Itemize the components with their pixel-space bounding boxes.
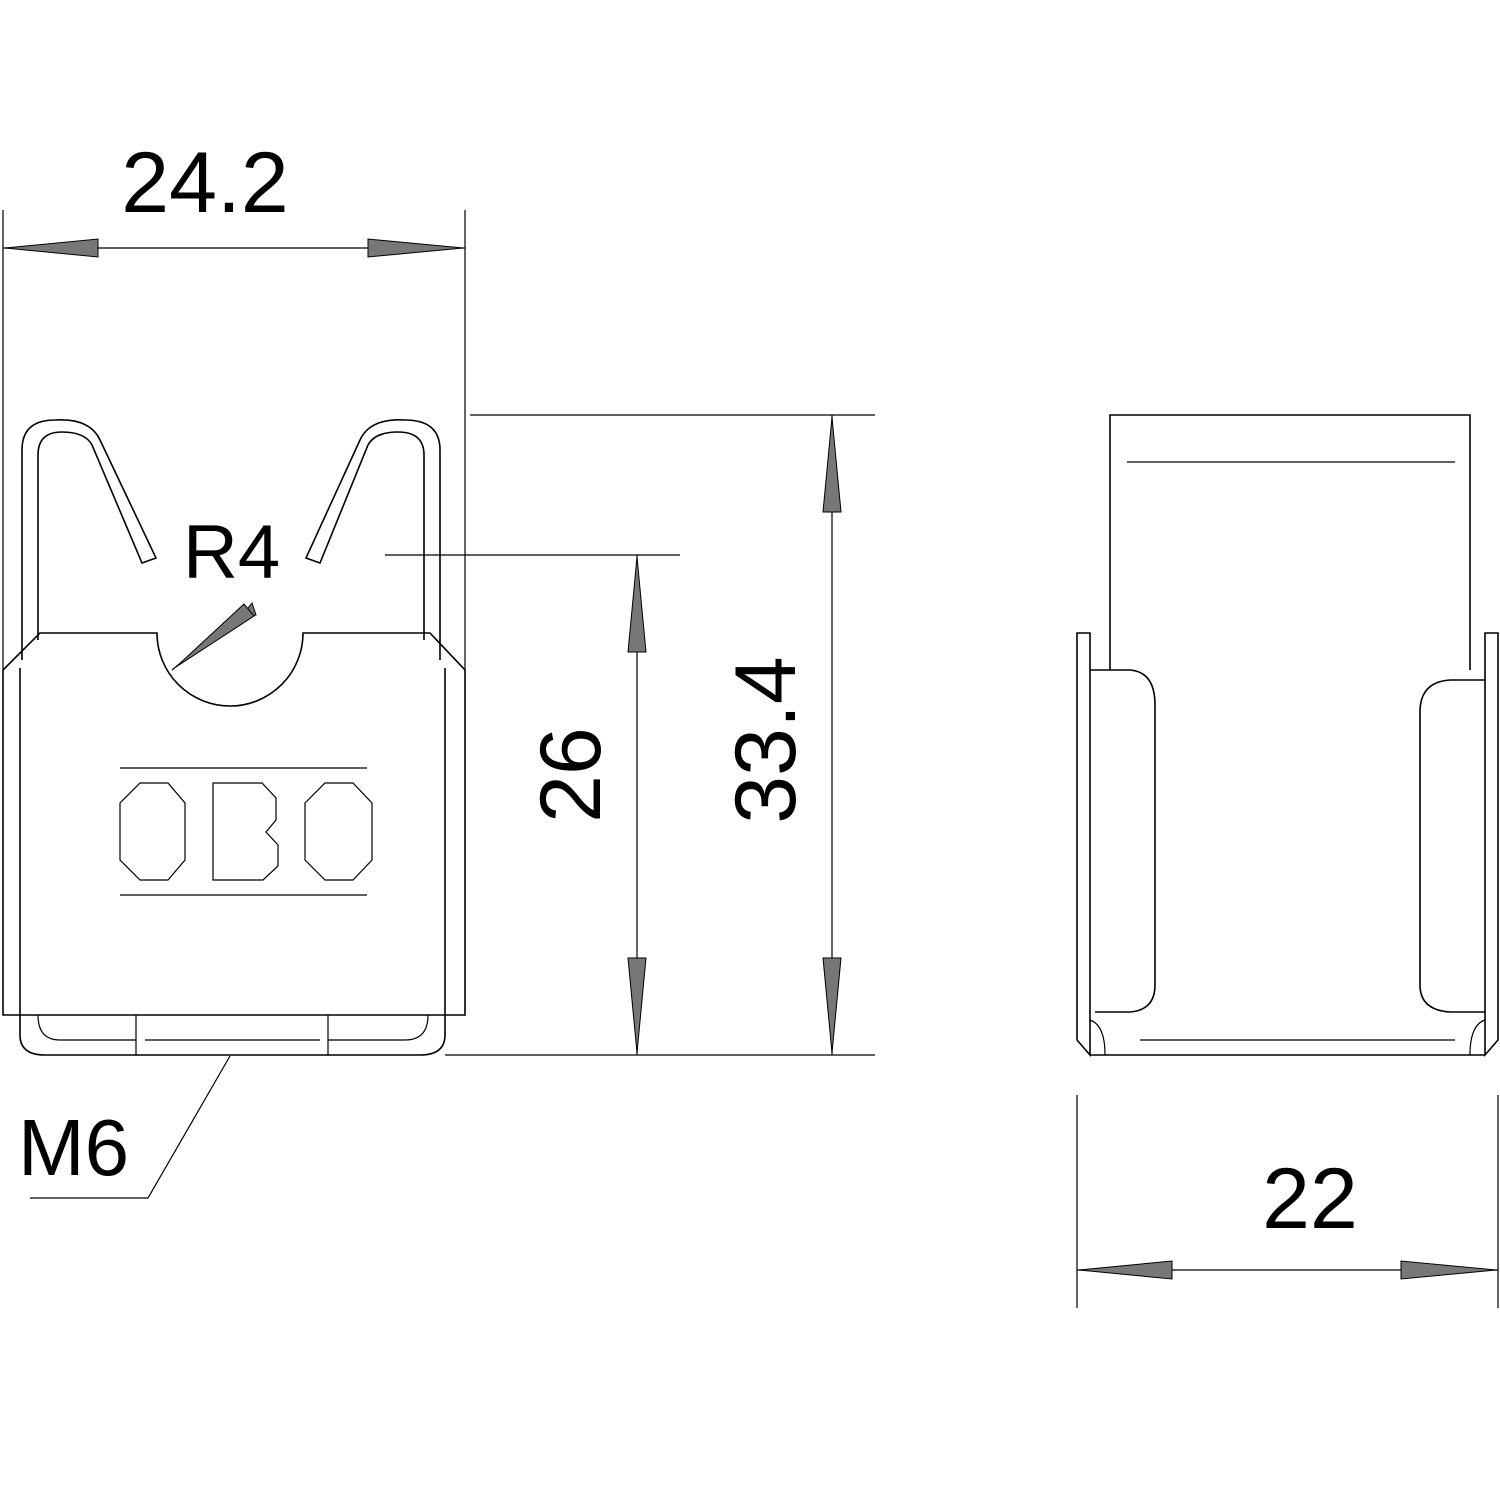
height-inner-label: 26 <box>523 727 619 823</box>
dimension-width-front: 24.2 <box>2 135 466 670</box>
front-view: R4 M6 <box>2 419 466 1199</box>
spring-arm-right <box>304 419 441 660</box>
thread-leader <box>30 1055 231 1199</box>
spring-arm-left <box>21 419 158 660</box>
thread-label: M6 <box>18 1103 129 1192</box>
body-outline <box>2 632 466 1016</box>
width-side-label: 22 <box>1262 1151 1358 1247</box>
side-view <box>1076 414 1499 1058</box>
dimension-height-inner: 26 <box>385 554 875 1056</box>
radius-label: R4 <box>183 510 280 595</box>
dimension-height-total: 33.4 <box>470 414 875 1055</box>
width-front-label: 24.2 <box>121 135 288 231</box>
dimension-width-side: 22 <box>1076 1095 1499 1308</box>
base-foot <box>19 1015 446 1056</box>
obo-logo <box>119 767 373 896</box>
radius-arrow-head <box>175 603 255 668</box>
height-total-label: 33.4 <box>718 656 814 823</box>
foot-tabs <box>37 1014 429 1055</box>
